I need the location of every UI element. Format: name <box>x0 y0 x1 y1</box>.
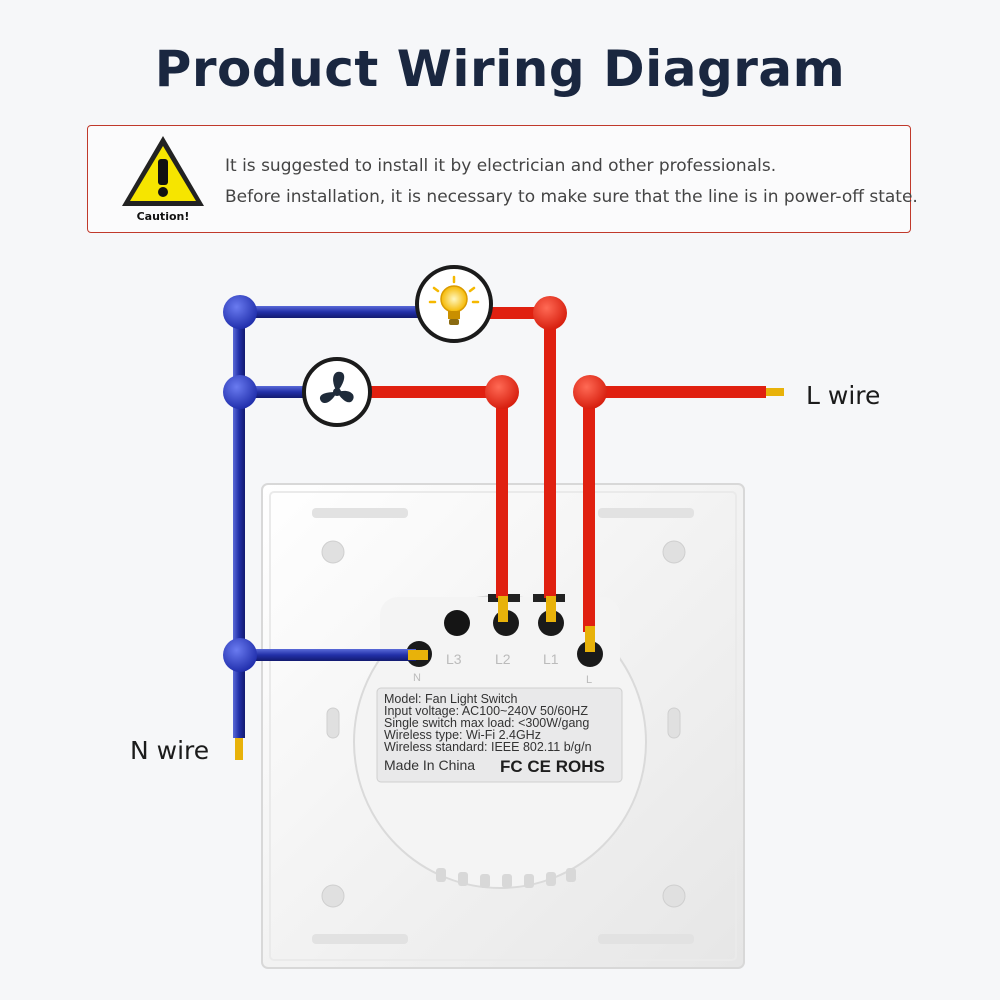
terminal-label-l3: L3 <box>446 651 462 667</box>
caution-box: Caution! It is suggested to install it b… <box>87 125 918 233</box>
light-bulb-icon <box>415 265 493 343</box>
live-wiring <box>368 307 784 652</box>
nameplate-voltage: Input voltage: AC100~240V 50/60HZ <box>384 704 588 718</box>
certification-marks: FC CE ROHS <box>500 757 605 776</box>
nameplate-made-in: Made In China <box>384 757 476 773</box>
page-title: Product Wiring Diagram <box>154 40 846 98</box>
nameplate-model: Model: Fan Light Switch <box>384 692 518 706</box>
terminal-mark-l: L <box>586 674 593 686</box>
caution-label: Caution! <box>136 210 190 223</box>
n-wire-label: N wire <box>130 736 210 765</box>
junction-nodes <box>223 295 607 672</box>
caution-text-2: Before installation, it is necessary to … <box>225 187 918 207</box>
neutral-wiring <box>233 306 428 760</box>
nameplate-load: Single switch max load: <300W/gang <box>384 716 590 730</box>
nameplate-wireless-standard: Wireless standard: IEEE 802.11 b/g/n <box>384 740 592 754</box>
fan-icon <box>302 357 372 427</box>
caution-sign-icon: Caution! <box>118 132 208 227</box>
terminal-label-l2: L2 <box>495 651 511 667</box>
terminal-mark-n: N <box>413 672 421 684</box>
terminal-label-l1: L1 <box>543 651 559 667</box>
nameplate-wireless-type: Wireless type: Wi-Fi 2.4GHz <box>384 728 541 742</box>
l-wire-label: L wire <box>806 381 881 410</box>
caution-text-1: It is suggested to install it by electri… <box>225 156 777 176</box>
